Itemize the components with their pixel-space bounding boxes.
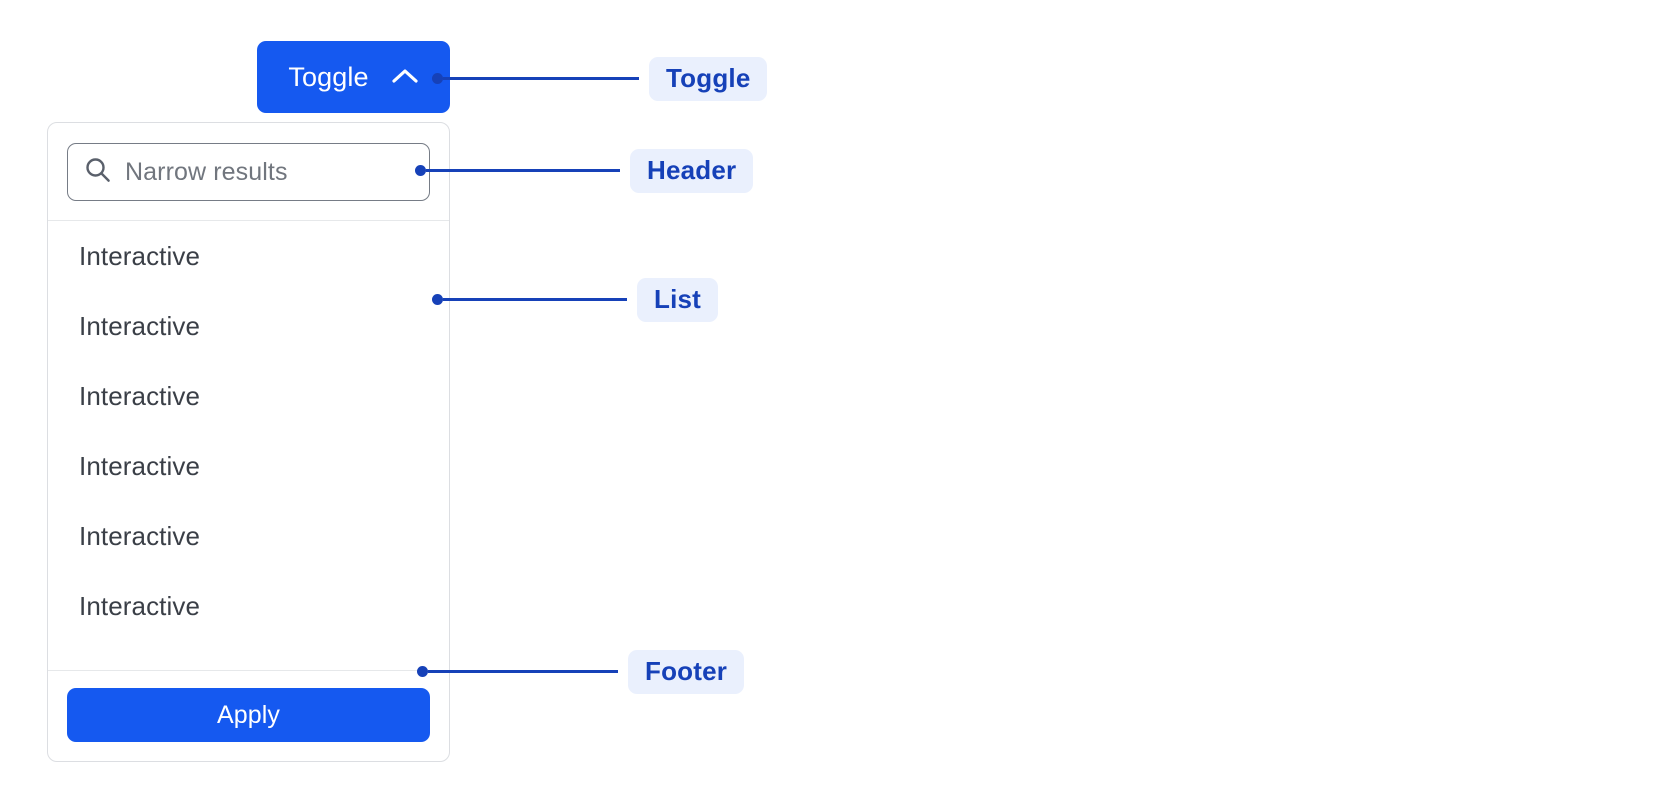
annotation-dot-icon — [432, 293, 443, 305]
toggle-button[interactable]: Toggle — [257, 41, 450, 113]
toggle-button-label: Toggle — [288, 61, 369, 92]
search-input[interactable]: Narrow results — [67, 143, 430, 201]
annotation-dot-icon — [432, 72, 443, 84]
annotation-label-list: List — [637, 278, 719, 322]
chevron-up-icon — [391, 67, 419, 88]
list-item-label: Interactive — [79, 450, 201, 481]
annotation-label-header: Header — [630, 149, 754, 193]
list-item[interactable]: Interactive — [48, 571, 449, 641]
annotation-dot-icon — [417, 665, 428, 677]
list-item[interactable]: Interactive — [48, 431, 449, 501]
dropdown-list: Interactive Interactive Interactive Inte… — [48, 221, 449, 670]
annotation-label-footer: Footer — [628, 650, 745, 694]
annotation-label-toggle: Toggle — [649, 57, 768, 101]
apply-button[interactable]: Apply — [67, 688, 430, 742]
annotation-leader-line — [426, 168, 620, 172]
search-input-placeholder: Narrow results — [125, 157, 288, 186]
apply-button-label: Apply — [216, 700, 281, 729]
list-item-label: Interactive — [79, 590, 201, 621]
list-item[interactable]: Interactive — [48, 361, 449, 431]
list-item-label: Interactive — [79, 310, 201, 341]
list-item[interactable]: Interactive — [48, 501, 449, 571]
list-item-label: Interactive — [79, 380, 201, 411]
annotation-leader-line — [443, 76, 639, 80]
list-item-label: Interactive — [79, 520, 201, 551]
list-item[interactable]: Interactive — [48, 221, 449, 291]
annotation-leader-line — [428, 669, 618, 673]
dropdown-panel: Narrow results Interactive Interactive I… — [47, 122, 450, 762]
dropdown-footer: Apply — [48, 670, 449, 761]
search-icon — [84, 156, 111, 188]
list-item-label: Interactive — [79, 240, 201, 271]
annotation-leader-line — [443, 297, 627, 301]
dropdown-header: Narrow results — [48, 123, 449, 221]
list-item[interactable]: Interactive — [48, 291, 449, 361]
annotation-dot-icon — [415, 164, 426, 176]
